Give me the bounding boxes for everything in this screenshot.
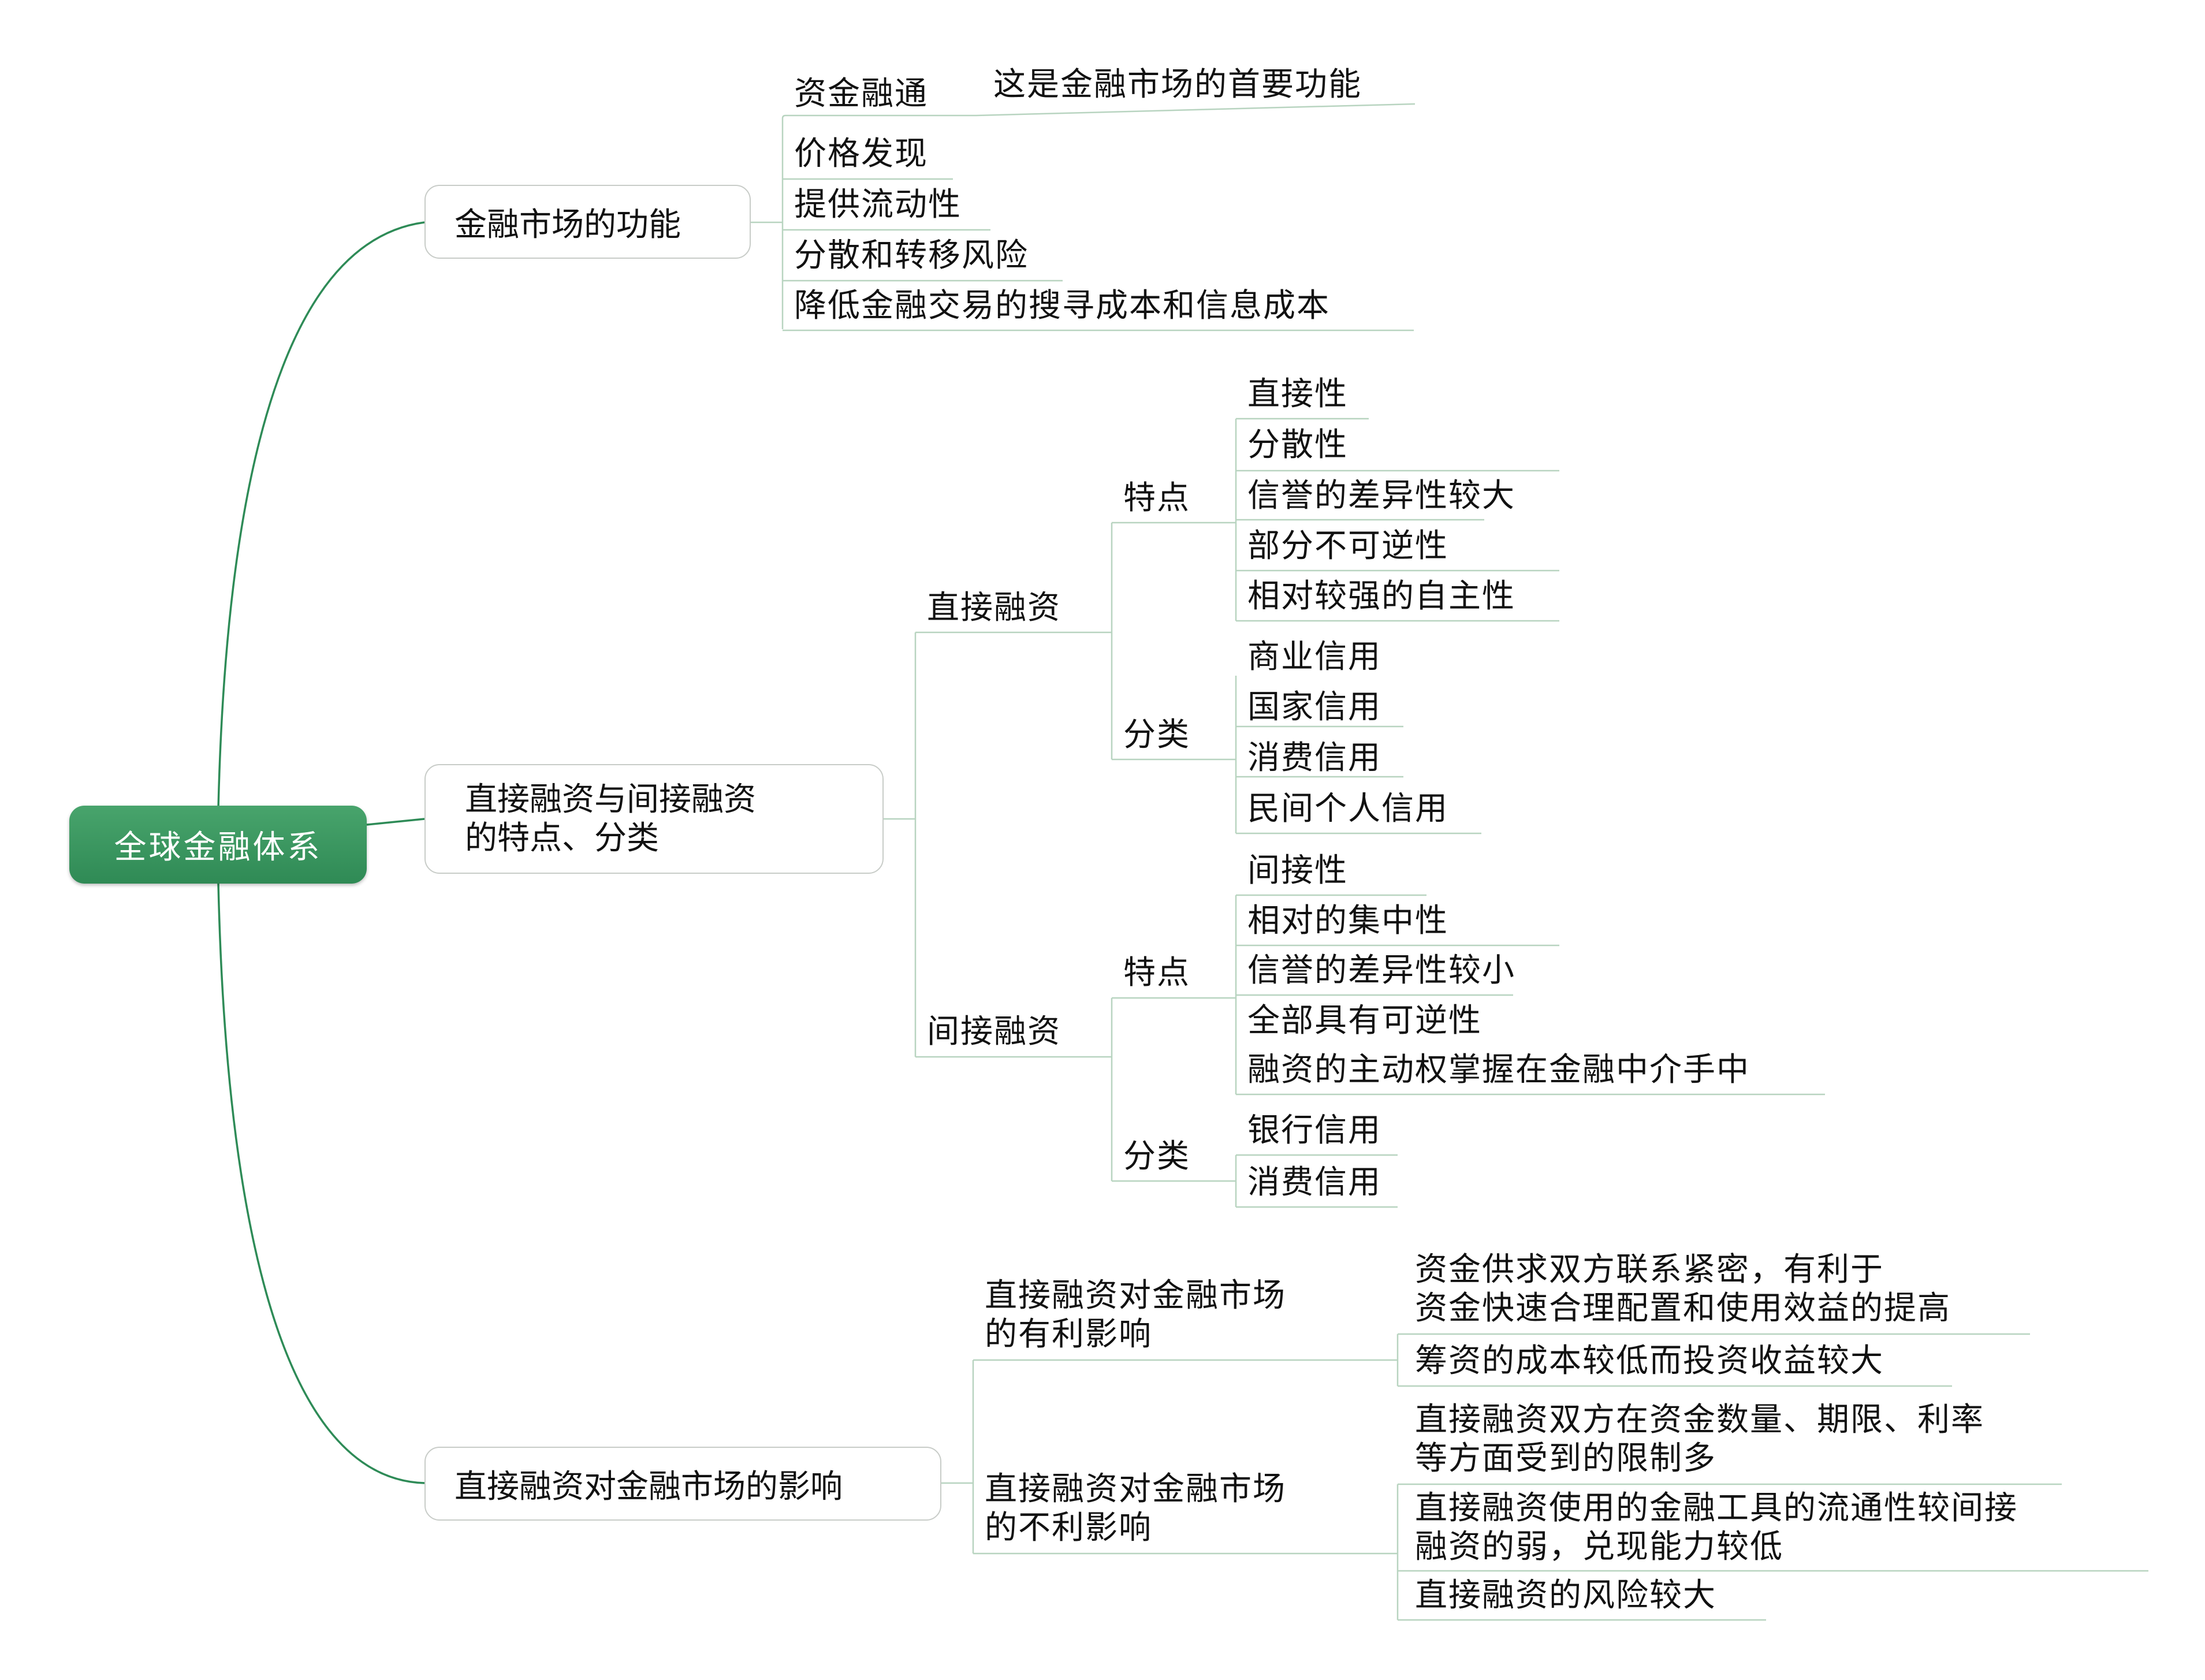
indirect-financing-node[interactable]: 间接融资 [927,1013,1061,1051]
topic-label: 金融市场的功能 [455,206,681,244]
topic-label: 直接融资与间接融资 的特点、分类 [465,780,756,857]
root-node[interactable]: 全球金融体系 [69,806,367,884]
indirect-feature-item[interactable]: 相对的集中性 [1247,902,1448,940]
favorable-impact-item[interactable]: 筹资的成本较低而投资收益较大 [1415,1342,1884,1380]
unfavorable-impact-item[interactable]: 直接融资的风险较大 [1415,1577,1716,1614]
indirect-feature-item[interactable]: 信誉的差异性较小 [1247,952,1515,989]
indirect-feature-item[interactable]: 融资的主动权掌握在金融中介手中 [1247,1051,1750,1089]
direct-financing-node[interactable]: 直接融资 [927,589,1061,627]
function-item-price-discovery[interactable]: 价格发现 [794,135,928,173]
indirect-feature-item[interactable]: 全部具有可逆性 [1247,1002,1482,1040]
direct-types-label[interactable]: 分类 [1123,716,1190,754]
favorable-impact-node[interactable]: 直接融资对金融市场 的有利影响 [985,1277,1286,1354]
direct-feature-item[interactable]: 分散性 [1247,426,1348,464]
unfavorable-impact-item[interactable]: 直接融资使用的金融工具的流通性较间接 融资的弱，兑现能力较低 [1415,1489,2018,1566]
direct-feature-item[interactable]: 信誉的差异性较大 [1247,477,1515,515]
favorable-impact-item[interactable]: 资金供求双方联系紧密，有利于 资金快速合理配置和使用效益的提高 [1415,1251,1951,1328]
topic-direct-indirect-financing[interactable]: 直接融资与间接融资 的特点、分类 [424,764,884,874]
direct-feature-item[interactable]: 直接性 [1247,375,1348,413]
direct-features-label[interactable]: 特点 [1123,479,1190,517]
direct-type-item[interactable]: 消费信用 [1247,739,1381,777]
direct-type-item[interactable]: 商业信用 [1247,638,1381,676]
function-item-risk-transfer[interactable]: 分散和转移风险 [794,237,1029,274]
topic-label: 直接融资对金融市场的影响 [455,1467,843,1506]
direct-type-item[interactable]: 国家信用 [1247,688,1381,726]
unfavorable-impact-node[interactable]: 直接融资对金融市场 的不利影响 [985,1470,1286,1547]
function-item-cost-reduction[interactable]: 降低金融交易的搜寻成本和信息成本 [794,287,1330,325]
indirect-feature-item[interactable]: 间接性 [1247,852,1348,889]
indirect-type-item[interactable]: 消费信用 [1247,1164,1381,1201]
function-item-liquidity[interactable]: 提供流动性 [794,186,962,223]
direct-feature-item[interactable]: 部分不可逆性 [1247,527,1448,565]
function-note-primary[interactable]: 这是金融市场的首要功能 [993,66,1362,103]
unfavorable-impact-item[interactable]: 直接融资双方在资金数量、期限、利率 等方面受到的限制多 [1415,1401,1984,1478]
function-item-capital-flow[interactable]: 资金融通 [794,75,928,113]
indirect-type-item[interactable]: 银行信用 [1247,1112,1381,1149]
direct-type-item[interactable]: 民间个人信用 [1247,790,1448,828]
indirect-types-label[interactable]: 分类 [1123,1138,1190,1175]
direct-feature-item[interactable]: 相对较强的自主性 [1247,578,1515,615]
topic-direct-financing-impact[interactable]: 直接融资对金融市场的影响 [424,1447,941,1521]
indirect-features-label[interactable]: 特点 [1123,954,1190,992]
topic-financial-market-functions[interactable]: 金融市场的功能 [424,185,751,259]
